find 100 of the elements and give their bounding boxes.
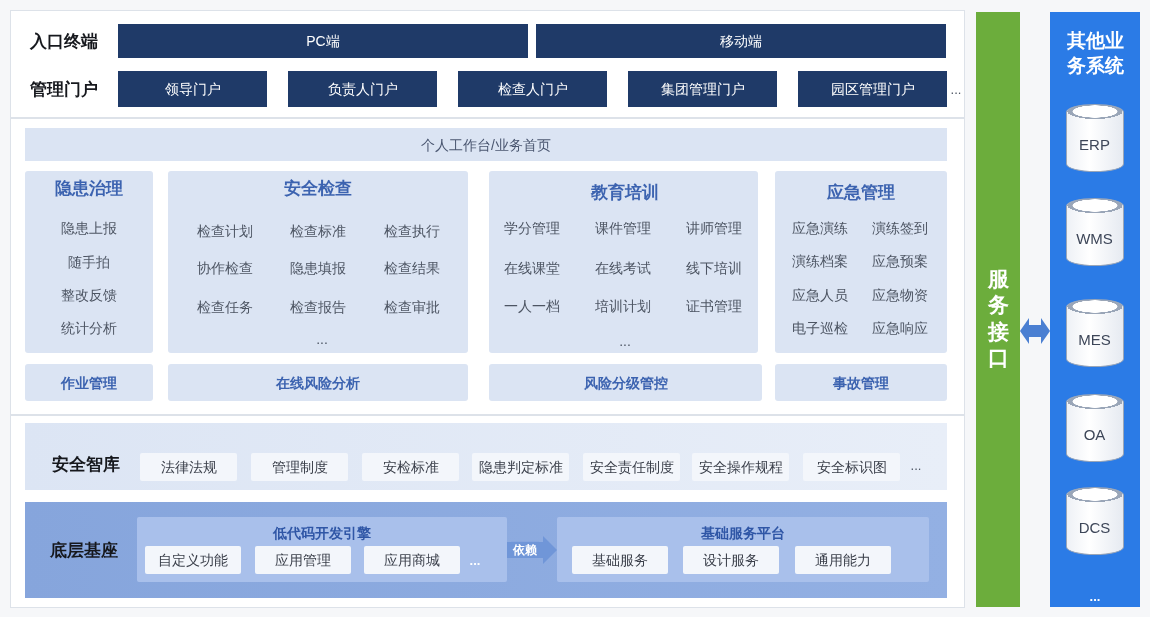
library-panel: [25, 423, 947, 490]
chip-label: 自定义功能: [158, 551, 228, 569]
system-label: ERP: [1079, 136, 1110, 154]
module-bar: [25, 364, 153, 401]
panel-title: 教育培训: [591, 182, 659, 204]
module-panel: [775, 171, 947, 353]
system-label: OA: [1083, 426, 1106, 444]
database-cylinder: [1066, 394, 1124, 462]
chip-label: 安全责任制度: [589, 458, 674, 476]
row-label: 入口终端: [30, 31, 98, 53]
system-label: WMS: [1076, 230, 1113, 248]
feature-item: 电子巡检: [792, 319, 848, 337]
ellipsis-text: ...: [619, 332, 631, 350]
panel-title: 安全检查: [284, 178, 352, 200]
header-band: [25, 128, 947, 161]
feature-item: 应急预案: [872, 252, 928, 270]
platform-panel: [557, 517, 929, 582]
ellipsis-text: ...: [316, 330, 328, 348]
layer-title: 底层基座: [50, 540, 118, 562]
database-cylinder: [1066, 299, 1124, 367]
service-chip: [364, 546, 460, 574]
feature-item: 培训计划: [595, 297, 651, 315]
feature-item: 课件管理: [595, 219, 651, 237]
portal-box: [798, 71, 947, 107]
feature-item: 线下培训: [686, 259, 742, 277]
platform-title: 低代码开发引擎: [273, 524, 371, 542]
ellipsis-text: ...: [950, 82, 962, 98]
portal-label: 领导门户: [164, 80, 221, 98]
feature-item: 在线课堂: [504, 259, 560, 277]
chip-label: 安全操作规程: [698, 458, 783, 476]
feature-item: 一人一档: [504, 297, 560, 315]
portal-label: 负责人门户: [327, 80, 398, 98]
feature-item: 随手拍: [68, 253, 110, 271]
chip-label: 安检标准: [382, 458, 439, 476]
feature-item: 统计分析: [61, 319, 117, 337]
terminal-bar: [118, 24, 528, 58]
feature-item: 演练档案: [792, 252, 848, 270]
feature-item: 检查报告: [290, 298, 346, 316]
portal-box: [288, 71, 437, 107]
module-bar: [168, 364, 468, 401]
feature-item: 协作检查: [197, 259, 253, 277]
module-panel: [489, 171, 758, 353]
portal-label: 园区管理门户: [830, 80, 915, 98]
chip-label: 通用能力: [815, 551, 871, 569]
module-bar: [775, 364, 947, 401]
module-label: 在线风险分析: [276, 374, 360, 391]
column-title: 服务接口: [987, 265, 1009, 371]
bar-label: PC端: [306, 32, 340, 50]
feature-item: 隐患上报: [61, 219, 117, 237]
module-label: 风险分级管控: [583, 374, 668, 391]
feature-item: 应急物资: [872, 286, 928, 304]
edge-label: 依赖: [511, 541, 539, 559]
chip-label: 管理制度: [271, 458, 328, 476]
feature-item: 检查任务: [197, 298, 253, 316]
system-label: MES: [1078, 331, 1111, 349]
row-label: 管理门户: [30, 79, 98, 101]
chip-label: 基础服务: [592, 551, 648, 569]
feature-item: 应急演练: [792, 219, 848, 237]
feature-item: 检查计划: [197, 222, 253, 240]
feature-item: 检查标准: [290, 222, 346, 240]
service-chip: [145, 546, 241, 574]
module-panel: [25, 171, 153, 353]
bar-label: 移动端: [720, 32, 762, 50]
feature-item: 演练签到: [872, 219, 928, 237]
module-label: 作业管理: [61, 374, 117, 391]
layer-title: 安全智库: [52, 454, 120, 476]
feature-item: 整改反馈: [61, 286, 117, 304]
feature-item: 检查审批: [384, 298, 440, 316]
chip-label: 安全标识图: [816, 458, 887, 476]
chip-label: 应用商城: [384, 551, 440, 569]
feature-item: 在线考试: [595, 259, 651, 277]
platform-panel: [137, 517, 507, 582]
terminal-bar: [536, 24, 946, 58]
module-bar: [489, 364, 762, 401]
database-cylinder: [1066, 487, 1124, 555]
portal-box: [118, 71, 267, 107]
interface-column: [976, 12, 1020, 607]
feature-item: 检查执行: [384, 222, 440, 240]
platform-title: 基础服务平台: [701, 524, 785, 542]
portal-box: [458, 71, 607, 107]
systems-column: [1050, 12, 1140, 607]
ellipsis-text: ...: [910, 458, 922, 474]
portal-label: 集团管理门户: [660, 80, 745, 98]
service-chip: [683, 546, 779, 574]
panel-title: 应急管理: [827, 182, 895, 204]
chip-label: 设计服务: [703, 551, 759, 569]
panel-title: 隐患治理: [55, 178, 123, 200]
database-cylinder: [1066, 104, 1124, 172]
portal-label: 检查人门户: [497, 80, 568, 98]
ellipsis-text: ...: [469, 553, 481, 569]
band-label: 个人工作台/业务首页: [421, 136, 551, 153]
feature-item: 学分管理: [504, 219, 560, 237]
base-panel: [25, 502, 947, 598]
module-panel: [168, 171, 468, 353]
feature-item: 检查结果: [384, 259, 440, 277]
database-cylinder: [1066, 198, 1124, 266]
service-chip: [795, 546, 891, 574]
chip-label: 隐患判定标准: [478, 458, 563, 476]
ellipsis-text: ...: [1089, 589, 1101, 605]
module-label: 事故管理: [833, 374, 889, 391]
